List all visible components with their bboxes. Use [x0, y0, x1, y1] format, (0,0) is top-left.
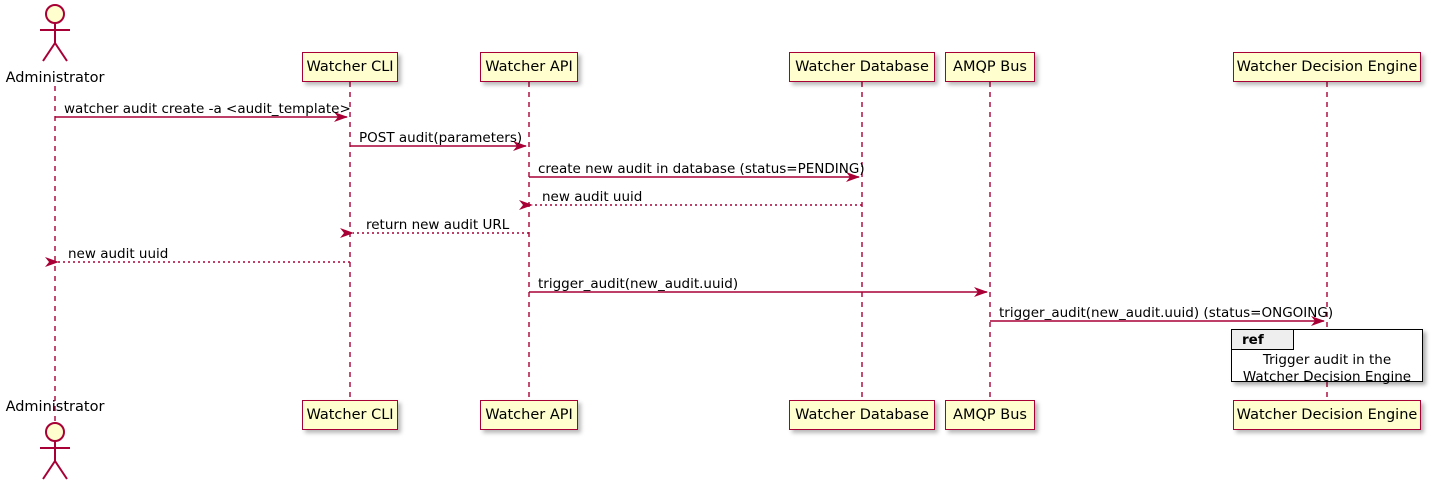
ref-body-text: Trigger audit in the Watcher Decision En…: [1232, 352, 1422, 386]
participant-label: Watcher CLI: [306, 58, 394, 75]
actor-label-administrator-bottom: Administrator: [0, 399, 110, 415]
participant-box-watcher-database-top[interactable]: Watcher Database: [789, 52, 935, 82]
message-arrows: [45, 112, 1325, 326]
message-label-2: POST audit(parameters): [359, 130, 523, 146]
participant-box-watcher-api-bottom[interactable]: Watcher API: [480, 400, 578, 430]
message-label-4: new audit uuid: [542, 189, 643, 205]
participant-box-watcher-database-bottom[interactable]: Watcher Database: [789, 400, 935, 430]
participant-label: Watcher CLI: [306, 406, 394, 423]
participant-label: Watcher API: [485, 406, 573, 423]
participant-box-watcher-cli-top[interactable]: Watcher CLI: [302, 52, 398, 82]
actor-name: Administrator: [5, 70, 105, 86]
participant-label: Watcher Database: [795, 58, 929, 75]
participant-box-watcher-api-top[interactable]: Watcher API: [480, 52, 578, 82]
actor-name: Administrator: [5, 399, 105, 415]
participant-box-watcher-cli-bottom[interactable]: Watcher CLI: [302, 400, 398, 430]
ref-body-line-1: Trigger audit in the: [1262, 352, 1392, 368]
ref-tab: [1232, 330, 1294, 350]
message-label-6: new audit uuid: [68, 246, 169, 262]
participant-label: AMQP Bus: [953, 406, 1027, 423]
actor-administrator-bottom: [40, 422, 70, 480]
message-label-7: trigger_audit(new_audit.uuid): [538, 276, 739, 292]
actor-administrator-top: [40, 4, 70, 62]
participant-box-amqp-bus-bottom[interactable]: AMQP Bus: [945, 400, 1035, 430]
message-label-8: trigger_audit(new_audit.uuid) (status=ON…: [999, 305, 1334, 321]
participant-box-watcher-decision-engine-bottom[interactable]: Watcher Decision Engine: [1233, 400, 1421, 430]
participant-label: AMQP Bus: [953, 58, 1027, 75]
participant-box-watcher-decision-engine-top[interactable]: Watcher Decision Engine: [1233, 52, 1421, 82]
participant-box-amqp-bus-top[interactable]: AMQP Bus: [945, 52, 1035, 82]
ref-fragment: ref Trigger audit in the Watcher Decisio…: [1231, 329, 1423, 385]
actor-label-administrator-top: Administrator: [0, 70, 110, 86]
ref-keyword-label: ref: [1242, 332, 1264, 348]
participant-label: Watcher Database: [795, 406, 929, 423]
participant-label: Watcher Decision Engine: [1236, 406, 1418, 423]
ref-body-line-2: Watcher Decision Engine: [1242, 369, 1412, 385]
lifelines: [54, 82, 1328, 432]
message-label-3: create new audit in database (status=PEN…: [538, 161, 865, 177]
participant-label: Watcher Decision Engine: [1236, 58, 1418, 75]
message-label-5: return new audit URL: [366, 217, 510, 233]
participant-label: Watcher API: [485, 58, 573, 75]
message-label-1: watcher audit create -a <audit_template>: [64, 101, 351, 117]
